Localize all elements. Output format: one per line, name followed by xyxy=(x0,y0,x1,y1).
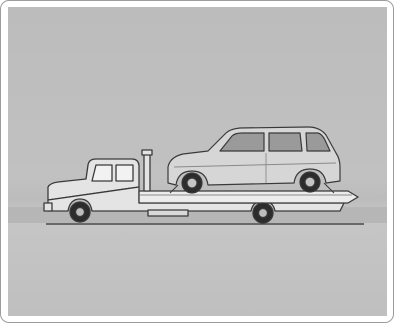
suv-front-rim xyxy=(187,178,197,188)
mast-cap xyxy=(142,150,152,155)
rear-hub xyxy=(259,209,268,218)
cab-window xyxy=(92,165,112,181)
front-bumper xyxy=(44,203,52,211)
tow-truck-illustration xyxy=(8,7,387,316)
suv-rear-rim xyxy=(305,177,315,187)
suv-middle-window xyxy=(269,133,302,151)
tool-box xyxy=(148,210,188,216)
suv-vehicle xyxy=(168,127,340,193)
front-hub xyxy=(76,208,85,217)
cab-rear-window xyxy=(116,165,133,181)
flatbed-deck xyxy=(139,191,358,203)
illustration-canvas xyxy=(8,7,387,316)
headboard-mast xyxy=(144,153,150,191)
